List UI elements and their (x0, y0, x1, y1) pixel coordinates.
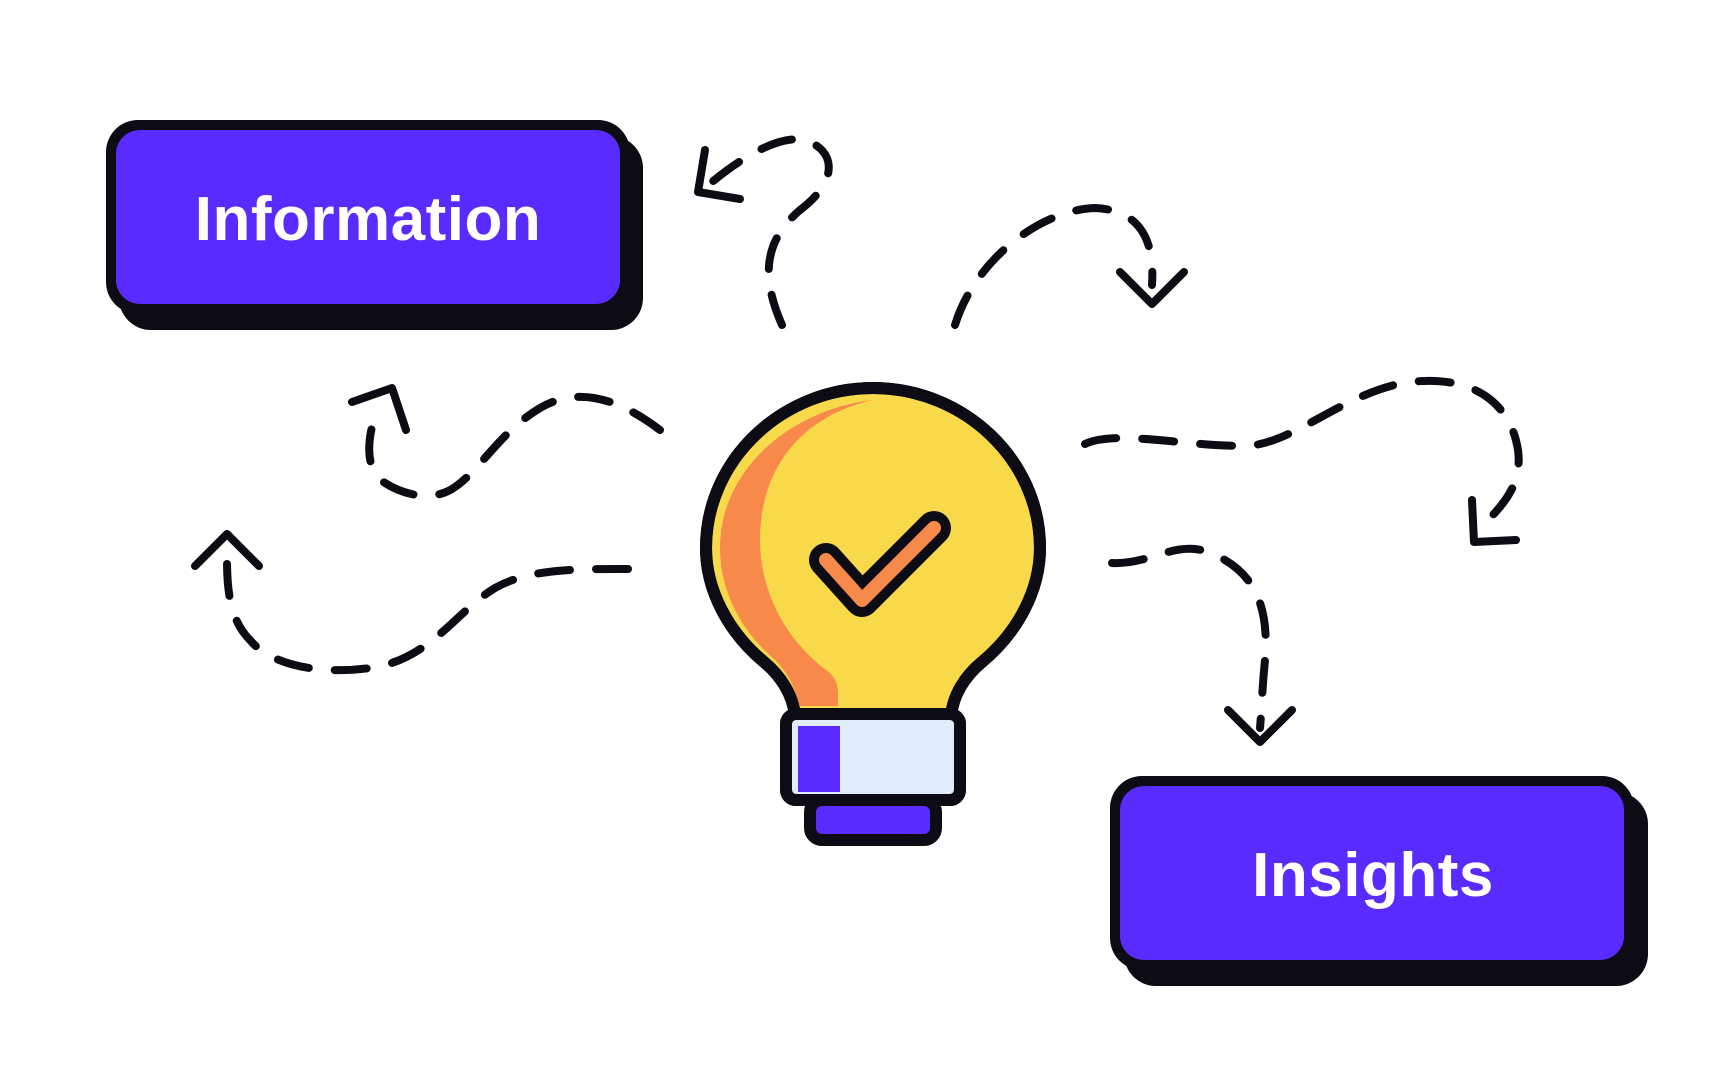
insights-box-fill (1120, 786, 1624, 960)
dashed-arrow-to-information (348, 384, 664, 500)
bulb-cap (804, 794, 942, 846)
lightbulb-check-icon (700, 382, 1046, 846)
information-label: Information (194, 184, 542, 254)
information-box-fill (116, 130, 620, 304)
dashed-arrow-left (191, 530, 632, 675)
insights-label: Insights (1252, 840, 1494, 910)
insights-box (1110, 776, 1648, 986)
dashed-arrow-right (1081, 376, 1523, 546)
dashed-arrow-to-insights (1108, 544, 1296, 746)
dashed-arrow-question (694, 135, 833, 329)
bulb-base-accent (798, 726, 840, 792)
dashed-arrow-top-right (951, 204, 1188, 329)
information-box (106, 120, 643, 330)
bulb-shade (720, 400, 872, 706)
